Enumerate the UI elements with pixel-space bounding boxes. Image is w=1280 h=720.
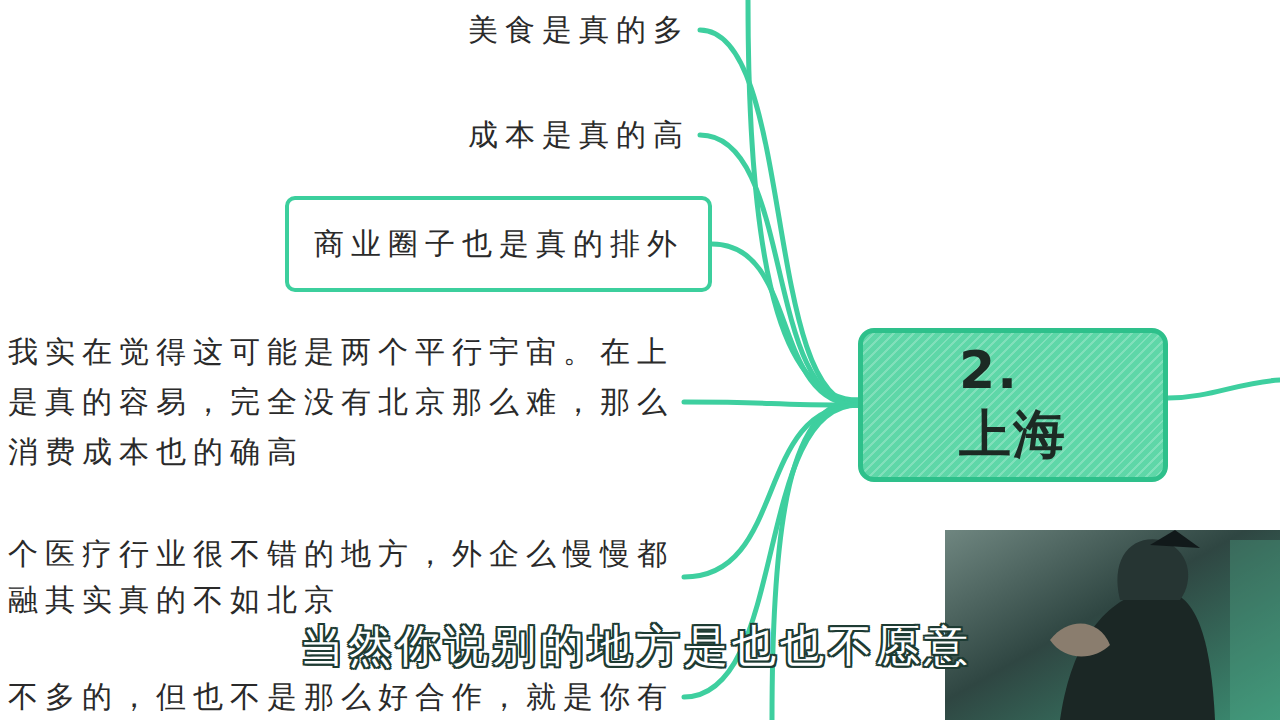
branch-line — [772, 400, 858, 720]
topic-text: 我实在觉得这可能是两个平行宇宙。在上 是真的容易，完全没有北京那么难，那么 消费… — [8, 327, 674, 477]
branch-connector — [684, 402, 858, 405]
branch-note: 个医疗行业很不错的地方，外企么慢慢都 融其实真的不如北京 — [8, 531, 674, 623]
figure-hand — [1050, 624, 1110, 657]
branch-note: 我实在觉得这可能是两个平行宇宙。在上 是真的容易，完全没有北京那么难，那么 消费… — [8, 327, 674, 477]
branch-note: 不多的，但也不是那么好合作，就是你有 — [8, 677, 674, 717]
highlighted-topic: 商业圈子也是真的排外 — [285, 196, 712, 292]
topic-text: 美食是真的多 — [468, 8, 690, 52]
branch-connector — [700, 135, 858, 405]
topic-text: 不多的，但也不是那么好合作，就是你有 — [8, 677, 674, 717]
branch-connector — [700, 30, 858, 405]
figure-head — [1117, 539, 1188, 600]
topic-text: 个医疗行业很不错的地方，外企么慢慢都 融其实真的不如北京 — [8, 531, 674, 623]
picture-ground — [945, 530, 1280, 720]
subtitle-caption: 当然你说别的地方是也也不愿意 — [300, 620, 972, 672]
topic-text: 2. 上海 — [959, 340, 1067, 470]
topic-text: 成本是真的高 — [468, 113, 690, 157]
branch-topic: 美食是真的多 — [468, 8, 690, 52]
branch-connector — [712, 244, 858, 405]
central-topic: 2. 上海 — [858, 328, 1168, 482]
figure-hat — [1150, 530, 1200, 548]
branch-line — [1168, 380, 1280, 398]
picture-light — [1230, 540, 1280, 720]
branch-topic: 成本是真的高 — [468, 113, 690, 157]
topic-text: 商业圈子也是真的排外 — [314, 224, 684, 265]
